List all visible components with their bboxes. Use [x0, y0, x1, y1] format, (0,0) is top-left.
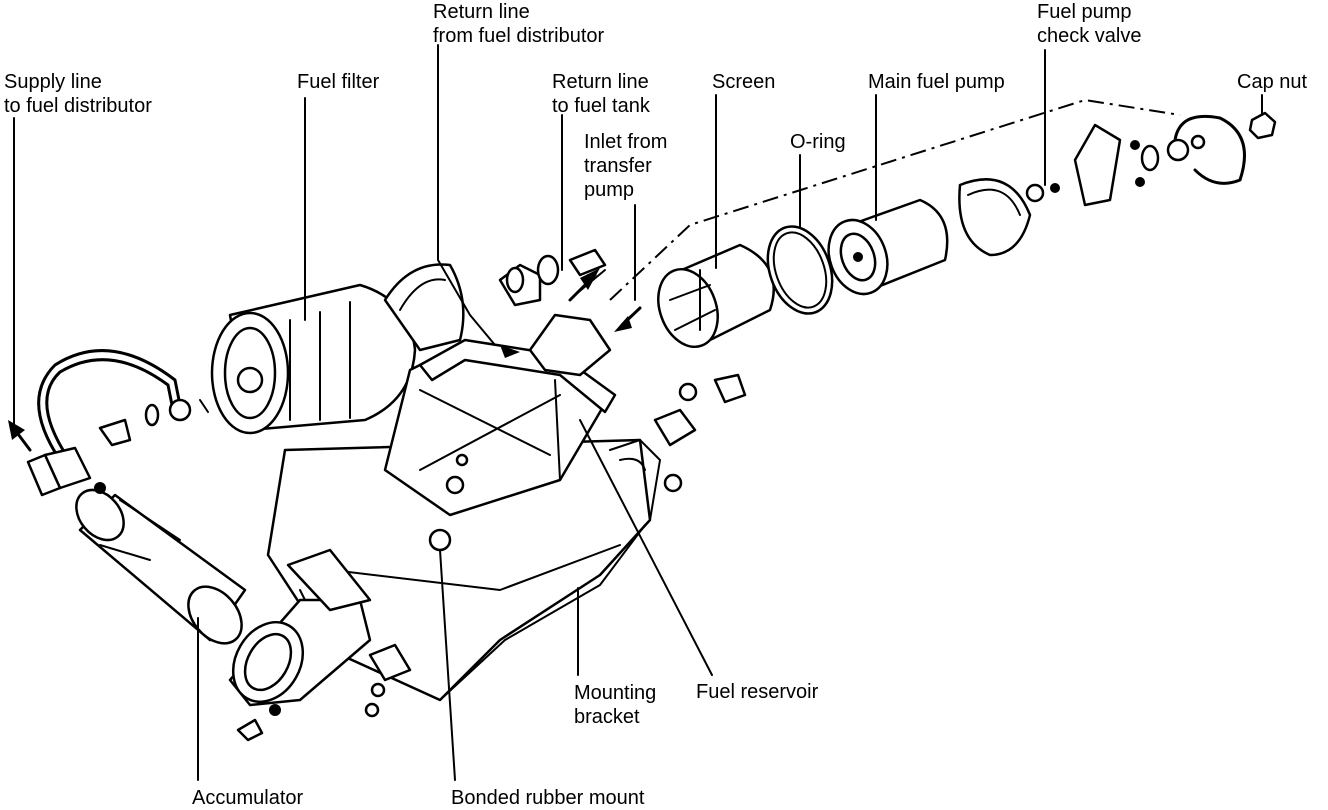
label-return-to-tank: Return line to fuel tank — [552, 70, 650, 118]
label-bonded-mount: Bonded rubber mount — [451, 787, 645, 809]
accumulator-bracket — [228, 548, 372, 707]
label-accumulator: Accumulator — [192, 787, 304, 809]
label-check-valve-1: Fuel pump — [1037, 1, 1132, 23]
label-supply-line: Supply line to fuel distributor — [4, 70, 152, 118]
filter-clamp — [383, 263, 465, 352]
screen — [657, 243, 775, 349]
label-inlet-transfer-2: transfer — [584, 155, 652, 177]
label-return-from-distributor: Return line from fuel distributor — [433, 0, 604, 48]
distributor-arrow — [500, 345, 520, 358]
reservoir-cover-fittings — [498, 248, 612, 377]
mounting-hardware — [236, 373, 747, 742]
check-valve-parts — [1025, 123, 1160, 207]
label-return-to-tank-2: to fuel tank — [552, 95, 650, 117]
label-return-to-tank-1: Return line — [552, 71, 649, 93]
label-inlet-transfer-3: pump — [584, 179, 635, 201]
label-return-from-distributor-1: Return line — [433, 1, 530, 23]
label-screen: Screen — [712, 71, 776, 93]
label-o-ring: O-ring — [790, 131, 846, 153]
main-fuel-pump — [827, 198, 949, 296]
label-inlet-transfer: Inlet from transfer pump — [584, 130, 667, 202]
label-check-valve: Fuel pump check valve — [1037, 0, 1142, 48]
label-cap-nut: Cap nut — [1237, 71, 1308, 93]
cap-nut — [1248, 111, 1277, 140]
label-mounting-bracket: Mounting bracket — [574, 681, 656, 729]
pump-clamp — [958, 178, 1032, 257]
label-inlet-transfer-1: Inlet from — [584, 131, 668, 153]
label-return-from-distributor-2: from fuel distributor — [433, 25, 605, 47]
label-mounting-bracket-2: bracket — [574, 706, 640, 728]
accumulator — [75, 482, 247, 645]
assembly-axis-line — [609, 98, 1181, 301]
fuel-reservoir — [383, 338, 617, 517]
label-fuel-filter: Fuel filter — [297, 71, 380, 93]
label-fuel-reservoir: Fuel reservoir — [696, 681, 819, 703]
fuel-filter — [210, 283, 417, 435]
label-supply-line-2: to fuel distributor — [4, 95, 152, 117]
label-supply-line-1: Supply line — [4, 71, 102, 93]
supply-line-hose — [26, 349, 209, 497]
leader-lines — [13, 44, 1263, 781]
label-check-valve-2: check valve — [1037, 25, 1142, 47]
label-main-pump: Main fuel pump — [868, 71, 1005, 93]
return-hose-loop — [1166, 114, 1246, 185]
label-mounting-bracket-1: Mounting — [574, 682, 657, 704]
